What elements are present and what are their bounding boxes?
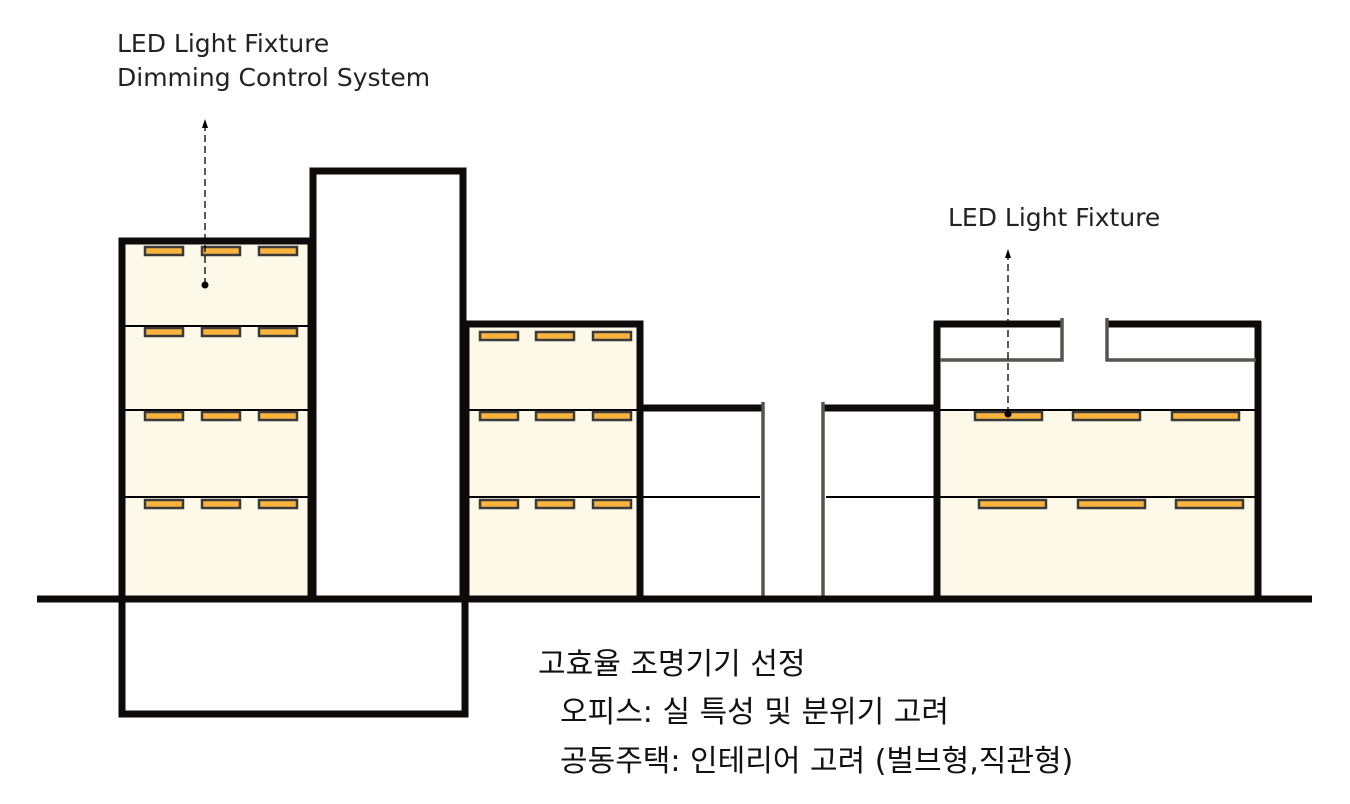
led-fixture xyxy=(1170,410,1241,422)
roof-opening-edge xyxy=(1105,318,1256,362)
led-fixture xyxy=(977,498,1048,510)
led-fixture xyxy=(591,410,633,422)
notes-office: 오피스: 실 특성 및 분위기 고려 xyxy=(560,695,949,730)
led-fixture xyxy=(143,326,185,338)
arrow-head-icon xyxy=(202,119,208,128)
led-fixture xyxy=(478,410,520,422)
building-a xyxy=(118,237,315,603)
building-c xyxy=(462,320,644,603)
low-section xyxy=(640,402,938,599)
led-fixture xyxy=(534,410,576,422)
building-d xyxy=(933,318,1262,599)
led-fixture xyxy=(143,498,185,510)
led-fixture xyxy=(591,330,633,342)
led-fixture xyxy=(200,326,242,338)
led-fixture xyxy=(200,410,242,422)
led-fixture xyxy=(478,498,520,510)
notes-title: 고효율 조명기기 선정 xyxy=(538,647,805,682)
led-fixture xyxy=(257,326,299,338)
callout-left-line2: Dimming Control System xyxy=(117,63,430,92)
led-fixture xyxy=(1071,410,1142,422)
leader-dot xyxy=(201,281,209,289)
led-fixture xyxy=(534,498,576,510)
building-c-outline xyxy=(462,320,644,603)
notes-housing: 공동주택: 인테리어 고려 (벌브형,직관형) xyxy=(560,744,1073,779)
arrow-head-icon xyxy=(1005,249,1011,258)
callout-right-label: LED Light Fixture xyxy=(948,203,1160,232)
led-fixture xyxy=(534,330,576,342)
led-fixture xyxy=(591,498,633,510)
led-fixture xyxy=(1174,498,1245,510)
callout-left: LED Light Fixture Dimming Control System xyxy=(117,29,430,289)
led-fixture xyxy=(1076,498,1147,510)
led-fixture xyxy=(143,410,185,422)
tower-b xyxy=(309,167,467,603)
basement xyxy=(118,595,469,718)
led-fixture xyxy=(257,245,299,257)
led-fixture xyxy=(257,410,299,422)
led-fixture xyxy=(257,498,299,510)
led-fixture xyxy=(200,498,242,510)
led-fixture xyxy=(478,330,520,342)
callout-right: LED Light Fixture xyxy=(948,203,1160,418)
callout-left-line1: LED Light Fixture xyxy=(117,29,329,58)
roof-opening-edge xyxy=(940,318,1064,362)
leader-dot xyxy=(1004,410,1012,418)
led-fixture xyxy=(200,245,242,257)
led-fixture xyxy=(143,245,185,257)
